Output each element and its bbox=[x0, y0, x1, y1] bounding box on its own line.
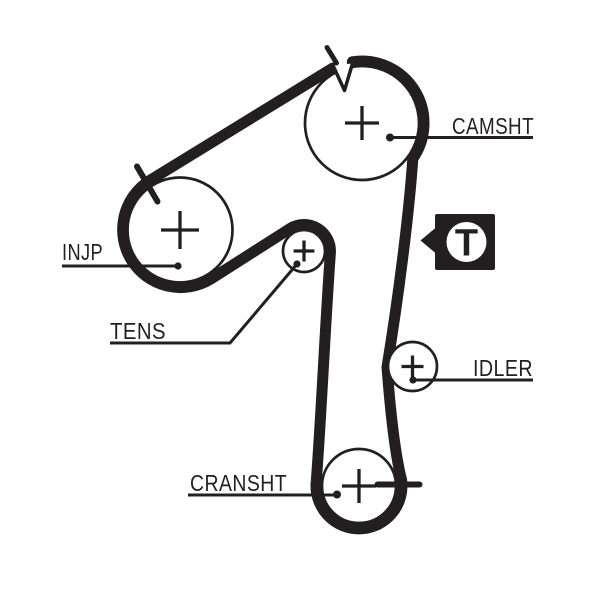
left-arrow-icon bbox=[420, 227, 436, 254]
idler-pulley bbox=[386, 340, 439, 393]
timing-belt-path bbox=[117, 55, 430, 535]
injection-pump-timing-tick bbox=[134, 163, 161, 205]
tens-leader-line bbox=[110, 263, 299, 345]
camsht-leader-dot bbox=[386, 133, 394, 142]
label-cransht: CRANSHT bbox=[190, 470, 287, 496]
tensioner-pulley bbox=[281, 228, 327, 274]
tens-leader-dot bbox=[293, 260, 301, 268]
camsht-leader bbox=[386, 133, 533, 142]
marker-circle bbox=[446, 222, 487, 262]
injection-pump-pulley bbox=[126, 176, 234, 284]
label-tens: TENS bbox=[110, 318, 166, 344]
idler-leader bbox=[409, 376, 533, 384]
cransht-leader bbox=[188, 490, 341, 499]
camshaft-pulley bbox=[303, 64, 421, 182]
injp-leader-dot bbox=[174, 262, 182, 270]
belt-alignment-notch bbox=[331, 61, 355, 93]
idler-center-cross bbox=[401, 355, 424, 378]
camshaft-center-cross bbox=[345, 106, 379, 140]
tens-leader bbox=[110, 260, 301, 345]
cransht-leader-dot bbox=[333, 490, 341, 499]
label-idler: IDLER bbox=[473, 355, 533, 381]
injp-leader bbox=[62, 262, 182, 270]
crankshaft-center-cross bbox=[342, 469, 376, 503]
injection-pump-center-cross bbox=[161, 211, 199, 249]
tensioner-marker-icon: T bbox=[420, 214, 495, 270]
camshaft-timing-tick bbox=[324, 45, 339, 66]
tensioner-center-cross bbox=[293, 240, 315, 262]
tensioner-marker-letter: T bbox=[455, 223, 478, 265]
label-injp: INJP bbox=[62, 239, 103, 265]
label-camsht: CAMSHT bbox=[452, 113, 534, 139]
idler-leader-dot bbox=[409, 376, 417, 384]
